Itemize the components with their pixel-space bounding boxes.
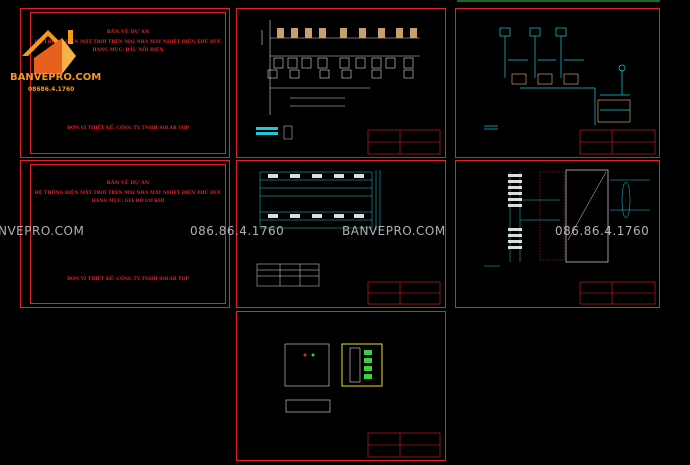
sheet-single-line-diagram [236,8,446,158]
legend-boxes [256,125,293,140]
cover-2-project: HỆ THỐNG ĐIỆN MẶT TRỜI TRÊN MÁI NHÀ MÁY … [34,191,222,196]
cover-2-designer: ĐƠN VỊ THIẾT KẾ: CÔNG TY TNHH SOLAR TOP [67,277,189,282]
watermark-phone-left: 086.86.4.1760 [190,224,285,238]
inverter-terminals [508,174,522,249]
house-logo-icon [22,30,76,74]
inverter-box [565,169,609,263]
title-blocks [367,129,656,458]
cover-1-category: HẠNG MỤC: ĐẤU NỐI ĐIỆN [92,48,164,53]
sheet-cover-2 [20,160,230,308]
watermark-phone-right: 086.86.4.1760 [555,224,650,238]
cover-2-category: HẠNG MỤC: GIÁ ĐỠ CƠ KHÍ [91,199,165,204]
cabinet-breakers [364,350,372,379]
cover-1-border [30,12,226,154]
string-modules [268,174,364,218]
cover-1-project: HỆ THỐNG ĐIỆN MẶT TRỜI TRÊN MÁI NHÀ MÁY … [34,40,222,45]
mid-components [267,57,414,79]
sheet-cover-1 [20,8,230,158]
sheet-cabinet-layout [236,311,446,461]
cover-1-designer: ĐƠN VỊ THIẾT KẾ: CÔNG TY TNHH SOLAR TOP [67,126,189,131]
brand-name: BANVEPRO.COM [10,72,102,83]
cabinet-layout [284,343,383,413]
cover-2-title: BẢN VẼ DỰ ÁN [106,180,150,186]
top-components [277,28,417,38]
sheet-string-layout [236,160,446,308]
string-table [256,263,320,287]
combiner-boxes [511,73,631,123]
cabinet-indicators [303,353,315,357]
watermark-site-right: BANVEPRO.COM [342,224,446,238]
cover-1-title: BẢN VẼ DỰ ÁN [106,29,150,35]
sheet-combiner-diagram [455,8,660,158]
brand-phone: 08686.4.1760 [28,86,75,93]
combiner-diagram [484,27,630,130]
watermark-site-left: NVEPRO.COM [0,224,85,238]
cover-2-border [30,164,226,304]
sheet-inverter-wiring [455,160,660,308]
string-layout [259,170,381,230]
